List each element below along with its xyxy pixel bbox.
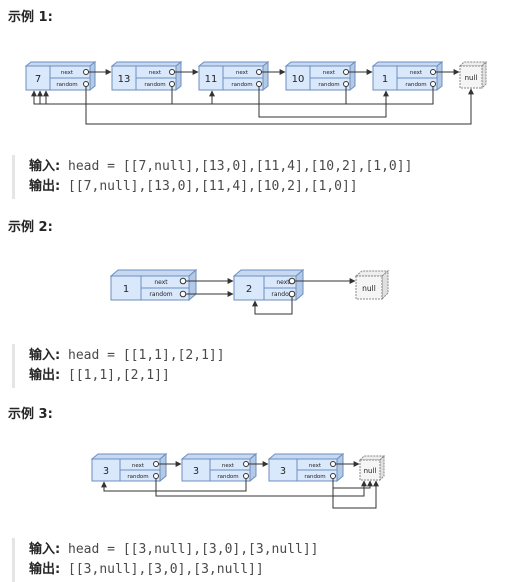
svg-text:next: next (236, 70, 249, 76)
svg-text:random: random (149, 291, 172, 298)
node-value: 13 (118, 74, 131, 85)
example-1-diagram: 7 next random 13 next random 11 (24, 60, 488, 125)
svg-text:null: null (465, 74, 478, 82)
svg-text:random: random (304, 474, 325, 480)
svg-text:null: null (364, 467, 377, 475)
list-node: 13 next random (110, 60, 183, 92)
example-2-heading: 示例 2: (8, 220, 53, 235)
node-value: 1 (123, 284, 129, 295)
svg-text:random: random (144, 82, 165, 88)
example-2-diagram: 1 next random 2 next random null (109, 268, 390, 315)
svg-text:random: random (231, 82, 252, 88)
input-value: head = [[1,1],[2,1]] (68, 348, 225, 363)
null-box: null (458, 60, 488, 90)
svg-text:next: next (222, 463, 235, 469)
svg-text:random: random (127, 474, 148, 480)
null-box: null (354, 269, 390, 301)
example-3-io: 输入: head = [[3,null],[3,0],[3,null]] 输出:… (12, 538, 318, 582)
node-value: 3 (193, 466, 199, 477)
list-node: 2 next random (232, 268, 305, 302)
example-3-diagram: 3 next random 3 next random 3 next (90, 452, 386, 509)
list-node: 3 next random (180, 452, 258, 483)
null-box: null (358, 454, 386, 482)
svg-text:next: next (61, 70, 74, 76)
svg-text:next: next (132, 463, 145, 469)
list-node: 3 next random (267, 452, 345, 483)
input-value: head = [[3,null],[3,0],[3,null]] (68, 542, 319, 557)
input-value: head = [[7,null],[13,0],[11,4],[10,2],[1… (68, 159, 413, 174)
example-3-heading: 示例 3: (8, 407, 53, 422)
node-value: 11 (205, 74, 218, 85)
list-node: 1 next random (109, 268, 198, 302)
svg-text:next: next (154, 279, 168, 286)
list-node: 10 next random (284, 60, 357, 92)
svg-text:random: random (217, 474, 238, 480)
svg-text:random: random (271, 291, 294, 298)
output-label: 输出: (29, 562, 61, 577)
node-value: 3 (280, 466, 286, 477)
svg-text:next: next (149, 70, 162, 76)
output-value: [[7,null],[13,0],[11,4],[10,2],[1,0]] (68, 179, 358, 194)
input-label: 输入: (29, 159, 61, 174)
node-value: 2 (246, 284, 252, 295)
list-node: 1 next random (371, 60, 444, 92)
svg-text:next: next (309, 463, 322, 469)
list-node: 11 next random (197, 60, 270, 92)
output-label: 输出: (29, 368, 61, 383)
svg-text:random: random (318, 82, 339, 88)
node-value: 10 (292, 74, 305, 85)
example-2-io: 输入: head = [[1,1],[2,1]] 输出: [[1,1],[2,1… (12, 344, 225, 388)
node-value: 7 (35, 74, 41, 85)
svg-text:next: next (323, 70, 336, 76)
input-label: 输入: (29, 348, 61, 363)
example-1-heading: 示例 1: (8, 10, 53, 25)
svg-text:random: random (56, 82, 77, 88)
node-value: 3 (103, 466, 109, 477)
node-value: 1 (382, 74, 388, 85)
output-value: [[1,1],[2,1]] (68, 368, 170, 383)
example-1-io: 输入: head = [[7,null],[13,0],[11,4],[10,2… (12, 155, 412, 199)
list-node: 7 next random (24, 60, 97, 92)
svg-text:null: null (362, 284, 376, 293)
svg-text:next: next (410, 70, 423, 76)
output-value: [[3,null],[3,0],[3,null]] (68, 562, 264, 577)
output-label: 输出: (29, 179, 61, 194)
svg-text:next: next (276, 279, 290, 286)
svg-text:random: random (405, 82, 426, 88)
input-label: 输入: (29, 542, 61, 557)
list-node: 3 next random (90, 452, 168, 483)
